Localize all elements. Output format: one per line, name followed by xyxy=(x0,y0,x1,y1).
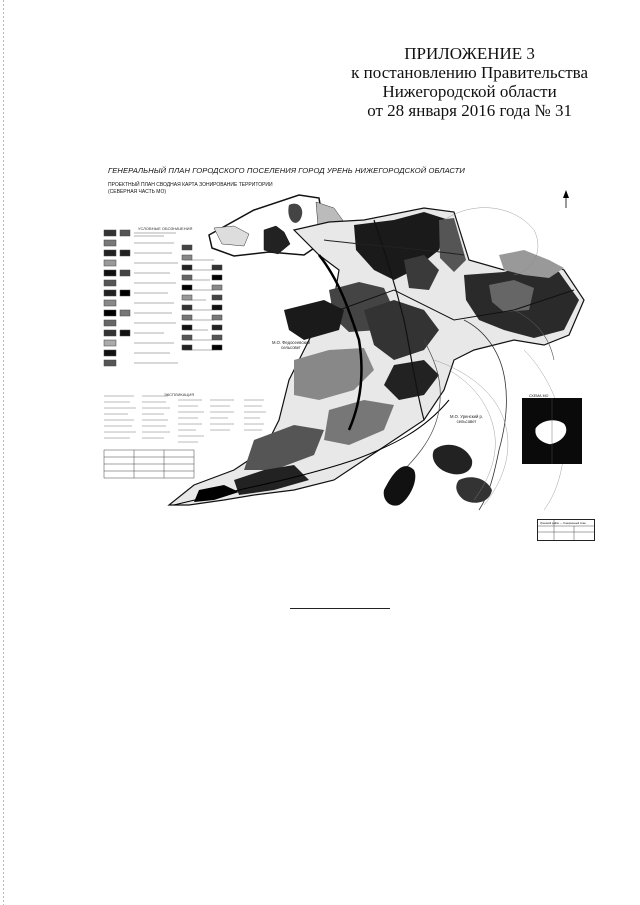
legend-column-left xyxy=(103,229,131,367)
map-water xyxy=(383,309,555,511)
north-arrow-icon xyxy=(563,190,569,208)
title-block-lines xyxy=(537,519,595,541)
explication-table xyxy=(103,449,195,479)
region-east-line1: М.О. Уренский р. xyxy=(450,414,483,419)
region-west-line1: М.О. Федосеевский xyxy=(272,340,310,345)
divider-line xyxy=(290,608,390,609)
legend-text-lines xyxy=(134,232,214,364)
decree-reference: к постановлению Правительства xyxy=(351,63,588,82)
title-block-stamp: Уренский район — Генеральный план xyxy=(537,519,595,541)
explication-lines xyxy=(104,395,266,443)
appendix-number: ПРИЛОЖЕНИЕ 3 xyxy=(404,44,535,63)
decree-date: от 28 января 2016 года № 31 xyxy=(367,101,572,120)
scan-edge xyxy=(3,0,4,905)
map-subtitle-line2: (СЕВЕРНАЯ ЧАСТЬ МО) xyxy=(108,188,167,195)
inset-label: СХЕМА МО xyxy=(529,394,549,398)
document-header: ПРИЛОЖЕНИЕ 3 к постановлению Правительст… xyxy=(351,44,588,120)
legend-column-right xyxy=(211,264,223,351)
region-label-west: М.О. Федосеевский сельсовет xyxy=(272,340,310,350)
legend-title: УСЛОВНЫЕ ОБОЗНАЧЕНИЯ xyxy=(138,226,193,231)
legend-column-mid xyxy=(181,244,193,351)
region-label-east: М.О. Уренский р. сельсовет xyxy=(450,414,483,424)
general-plan-map: ГЕНЕРАЛЬНЫЙ ПЛАН ГОРОДСКОГО ПОСЕЛЕНИЯ ГО… xyxy=(94,160,602,550)
region-east-line2: сельсовет xyxy=(456,419,477,424)
region-west-line2: сельсовет xyxy=(281,345,301,350)
map-drawing xyxy=(103,190,595,541)
region-name: Нижегородской области xyxy=(382,82,557,101)
map-subtitle-line1: ПРОЕКТНЫЙ ПЛАН СВОДНАЯ КАРТА ЗОНИРОВАНИЕ… xyxy=(108,182,273,188)
stamp-text: Уренский район — Генеральный план xyxy=(540,522,586,525)
map-subtitle: ПРОЕКТНЫЙ ПЛАН СВОДНАЯ КАРТА ЗОНИРОВАНИЕ… xyxy=(108,182,273,195)
map-title: ГЕНЕРАЛЬНЫЙ ПЛАН ГОРОДСКОГО ПОСЕЛЕНИЯ ГО… xyxy=(108,166,465,175)
inset-scheme xyxy=(522,398,582,464)
map-territory-main xyxy=(167,207,585,506)
explication-title: ЭКСПЛИКАЦИЯ xyxy=(164,392,195,397)
